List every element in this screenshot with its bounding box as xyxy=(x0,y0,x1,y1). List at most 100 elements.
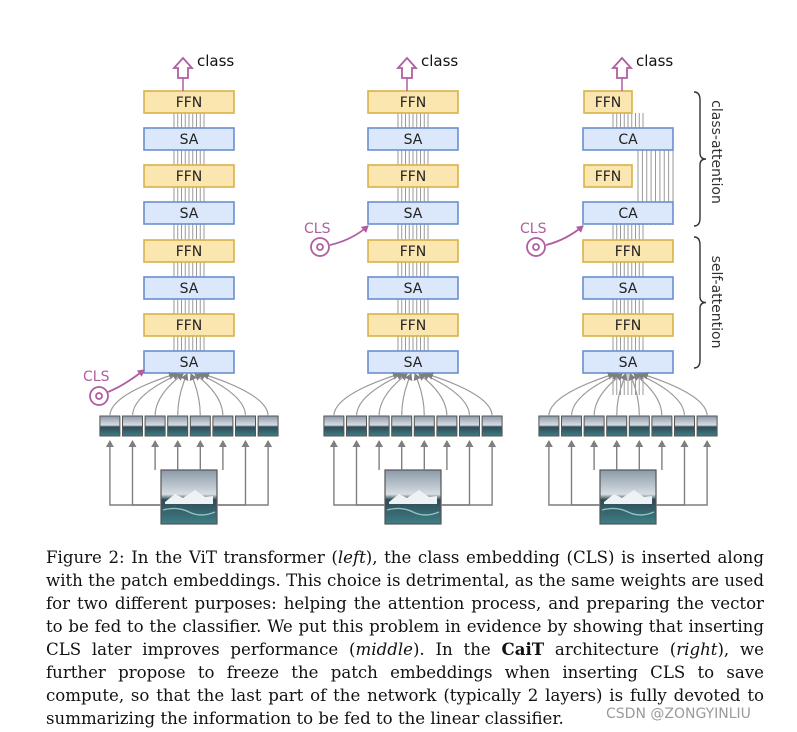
class-output-arrow-icon xyxy=(395,56,419,79)
patch-embedding-tile xyxy=(122,415,143,437)
ffn-block xyxy=(583,164,633,188)
patch-embedding-tile xyxy=(323,415,345,437)
cls-token-label: CLS xyxy=(520,221,547,237)
caption-right-word: right xyxy=(676,640,718,659)
patch-to-sa-arrow xyxy=(189,373,201,417)
patch-embedding-tile xyxy=(436,415,458,437)
patch-to-sa-arrow xyxy=(202,372,269,417)
ffn-block-label: FFN xyxy=(400,95,427,111)
image-to-patch-arrow xyxy=(217,440,250,506)
ffn-block-label: FFN xyxy=(400,169,427,185)
image-to-patch-arrow xyxy=(656,440,712,506)
patch-embedding-tile xyxy=(391,415,413,437)
ffn-block-label: FFN xyxy=(615,318,642,334)
patch-to-sa-arrow xyxy=(628,373,640,417)
cls-token-core xyxy=(316,243,324,251)
patch-to-sa-arrow xyxy=(633,373,663,417)
iceberg-shape xyxy=(165,490,213,504)
patch-to-sa-arrow xyxy=(418,373,448,417)
ffn-block xyxy=(143,239,235,263)
patch-to-sa-arrow xyxy=(177,373,189,417)
ffn-block-label: FFN xyxy=(176,95,203,111)
ffn-block xyxy=(367,239,459,263)
self-attention-label: self-attention xyxy=(708,256,724,349)
iceberg-shape xyxy=(604,490,652,504)
patch-to-sa-arrow xyxy=(333,372,400,417)
sa-block-label: SA xyxy=(180,355,199,371)
patch-embedding-tile xyxy=(628,415,650,437)
sa-block xyxy=(367,350,459,374)
sa-block-label: SA xyxy=(180,132,199,148)
patch-embedding-tile xyxy=(167,415,189,437)
ffn-block xyxy=(367,164,459,188)
class-output-label: class xyxy=(197,52,234,70)
patch-embedding-tile xyxy=(235,415,256,437)
patch-embedding-tile xyxy=(144,415,166,437)
ffn-block-label: FFN xyxy=(176,169,203,185)
sa-block-label: SA xyxy=(619,355,638,371)
class-output-label: class xyxy=(636,52,673,70)
patch-embedding-tile xyxy=(651,415,673,437)
cls-token-core xyxy=(95,392,103,400)
patch-to-sa-arrow xyxy=(570,372,619,417)
patch-to-sa-arrow xyxy=(194,373,224,417)
class-output-arrow-icon xyxy=(171,56,195,79)
patch-embedding-tile xyxy=(413,415,435,437)
iceberg-shape xyxy=(389,490,437,504)
patch-embedding-tile xyxy=(99,415,121,437)
caption-text-2: ), the class embedding (CLS) is inserted… xyxy=(46,548,764,659)
patch-embedding-tile xyxy=(459,415,480,437)
patch-embedding-tile xyxy=(257,415,279,437)
ca-block xyxy=(582,127,674,151)
caption-text-4: architecture ( xyxy=(544,640,677,659)
ffn-block-label: FFN xyxy=(400,244,427,260)
sa-block xyxy=(582,276,674,300)
patch-embedding-tile xyxy=(583,415,605,437)
ffn-block xyxy=(367,90,459,114)
ca-block xyxy=(582,201,674,225)
patch-embedding-tile xyxy=(561,415,582,437)
ffn-block xyxy=(582,313,674,337)
cls-insert-arrow xyxy=(545,225,584,246)
patch-embedding-tile xyxy=(696,415,718,437)
patch-embedding-tile xyxy=(538,415,560,437)
sa-block-label: SA xyxy=(180,206,199,222)
image-to-patch-arrow xyxy=(544,440,600,506)
ffn-block-label: FFN xyxy=(615,244,642,260)
figure-caption: Figure 2: In the ViT transformer (left),… xyxy=(46,546,764,730)
patch-to-sa-arrow xyxy=(616,373,628,417)
sa-block xyxy=(367,127,459,151)
sa-block-label: SA xyxy=(404,281,423,297)
image-to-patch-arrow xyxy=(329,440,385,506)
sa-block xyxy=(367,201,459,225)
patch-embedding-tile xyxy=(674,415,695,437)
class-attention-brace xyxy=(693,91,707,227)
patch-to-sa-arrow xyxy=(426,372,493,417)
ca-block-label: CA xyxy=(618,206,638,222)
ffn-block xyxy=(583,90,633,114)
ffn-block xyxy=(582,239,674,263)
cls-token-core xyxy=(532,243,540,251)
sa-block xyxy=(582,350,674,374)
cls-token-label: CLS xyxy=(83,369,110,385)
patch-to-sa-arrow xyxy=(378,373,408,417)
patch-embedding-tile xyxy=(368,415,390,437)
caption-text-3: ). In the xyxy=(412,640,502,659)
patch-to-sa-arrow xyxy=(131,372,180,417)
caption-text-5: ), we further propose to freeze the patc… xyxy=(46,640,765,728)
ffn-block-label: FFN xyxy=(176,244,203,260)
class-output-label: class xyxy=(421,52,458,70)
watermark: CSDN @ZONGYINLIU xyxy=(606,706,751,722)
sa-block xyxy=(143,201,235,225)
ffn-block xyxy=(143,313,235,337)
image-to-patch-arrow xyxy=(352,440,385,506)
patch-to-sa-arrow xyxy=(401,373,413,417)
wave-shape xyxy=(162,507,216,516)
patch-to-sa-arrow xyxy=(154,373,184,417)
patch-embedding-tile xyxy=(606,415,628,437)
ffn-block-label: FFN xyxy=(400,318,427,334)
ffn-block-label: FFN xyxy=(595,169,622,185)
patch-to-sa-arrow xyxy=(109,372,176,417)
ffn-block xyxy=(367,313,459,337)
